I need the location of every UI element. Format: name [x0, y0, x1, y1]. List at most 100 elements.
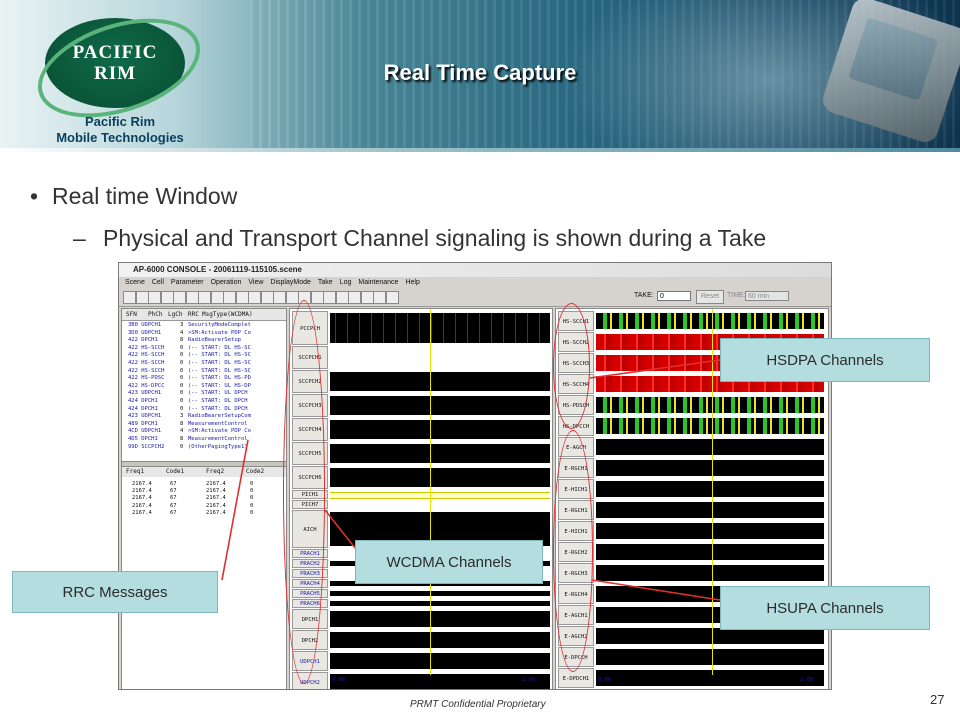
message-column-header[interactable]: RRC	[188, 311, 199, 318]
message-column-header[interactable]: MsgType(WCDMA)	[202, 311, 253, 318]
toolbar-button[interactable]	[248, 291, 261, 304]
toolbar-button[interactable]	[223, 291, 236, 304]
toolbar-button[interactable]	[198, 291, 211, 304]
toolbar-button[interactable]	[335, 291, 349, 304]
axis-start-label: 0.00	[598, 677, 612, 683]
hsupa-channels-callout: HSUPA Channels	[720, 586, 930, 630]
toolbar-button[interactable]	[323, 291, 336, 304]
time-select[interactable]: 60 min	[745, 291, 789, 301]
message-logical-channel: 0	[180, 367, 184, 374]
frequency-column-header: Code1	[166, 468, 185, 475]
message-channel: 4D5 DPCH1	[128, 436, 158, 442]
toolbar-button[interactable]	[148, 291, 161, 304]
frequency-cell: 67	[170, 481, 177, 487]
wcdma-channel-track	[330, 420, 550, 439]
message-channel: 422 HS-SCCH	[128, 344, 165, 351]
menu-item-maintenance[interactable]: Maintenance	[358, 279, 399, 286]
message-logical-channel: 0	[180, 405, 184, 412]
wcdma-channel-track	[330, 313, 550, 343]
wcdma-channel-highlight	[283, 300, 325, 684]
rrc-messages-callout: RRC Messages	[12, 571, 218, 613]
logo-text-line2: RIM	[93, 63, 137, 84]
hs-channel-track	[596, 397, 824, 413]
hs-channel-label[interactable]: E-DPDCH1	[558, 668, 594, 688]
menu-item-parameter[interactable]: Parameter	[170, 279, 204, 286]
toolbar-button[interactable]	[135, 291, 149, 304]
bullet-level2-text: Physical and Transport Channel signaling…	[103, 225, 767, 251]
pane-splitter[interactable]	[122, 461, 286, 467]
toolbar-button[interactable]	[160, 291, 174, 304]
toolbar-button[interactable]	[185, 291, 199, 304]
message-column-header[interactable]: PhCh	[148, 311, 163, 318]
toolbar-button[interactable]	[273, 291, 286, 304]
message-type: MeasurementControl	[188, 420, 248, 427]
message-logical-channel: 0	[180, 390, 184, 397]
toolbar-button[interactable]	[360, 291, 374, 304]
logo-company-name: Pacific Rim	[84, 114, 156, 129]
wcdma-channel-track	[330, 653, 550, 669]
message-logical-channel: 0	[180, 360, 184, 366]
message-column-header[interactable]: SFN	[126, 311, 137, 318]
menu-item-displaymode[interactable]: DisplayMode	[270, 279, 311, 286]
frequency-cell: 2167.4	[132, 481, 152, 487]
logo-company-tagline: Mobile Technologies	[56, 130, 184, 145]
time-cursor[interactable]	[712, 309, 713, 675]
toolbar-button[interactable]	[235, 291, 249, 304]
reset-button[interactable]: Reset	[696, 290, 724, 304]
frequency-cell: 2167.4	[206, 488, 226, 495]
toolbar-button[interactable]	[348, 291, 361, 304]
slide-title: Real Time Capture	[383, 60, 577, 85]
bullet-level2: –Physical and Transport Channel signalin…	[73, 225, 766, 252]
menu-item-take[interactable]: Take	[317, 279, 333, 286]
logo-text-line1: PACIFIC	[72, 42, 158, 63]
toolbar-button[interactable]	[385, 291, 399, 304]
frequency-cell: 2167.4	[206, 509, 226, 516]
toolbar-button[interactable]	[285, 291, 299, 304]
frequency-cell: 2167.4	[206, 481, 226, 487]
toolbar-button[interactable]	[260, 291, 274, 304]
time-cursor[interactable]	[430, 309, 431, 675]
message-column-header[interactable]: LgCh	[168, 311, 183, 318]
toolbar-button[interactable]	[123, 291, 136, 304]
menu-item-help[interactable]: Help	[405, 279, 420, 286]
menu-item-view[interactable]: View	[248, 279, 264, 286]
message-type: >SM:Activate PDP Co	[188, 428, 251, 435]
frequency-cell: 0	[250, 509, 254, 516]
toolbar-button[interactable]	[310, 291, 324, 304]
menu-item-cell[interactable]: Cell	[151, 279, 164, 286]
take-select[interactable]: 0	[657, 291, 691, 301]
menu-item-log[interactable]: Log	[339, 279, 352, 286]
frequency-column-header: Code2	[246, 468, 265, 475]
toolbar-button[interactable]	[173, 291, 186, 304]
menu-item-scene[interactable]: Scene	[125, 279, 145, 286]
wcdma-channels-callout: WCDMA Channels	[355, 540, 543, 584]
frequency-cell: 2167.4	[132, 488, 152, 495]
toolbar-button[interactable]	[373, 291, 386, 304]
menu-item-operation[interactable]: Operation	[210, 279, 242, 286]
message-type: (OtherPagingType1)	[188, 443, 248, 450]
message-channel: 3D0 UDPCH1	[128, 329, 162, 336]
wcdma-channel-track	[330, 591, 550, 596]
message-type: (-- START: UL DPCH	[188, 390, 248, 397]
toolbar-button[interactable]	[210, 291, 224, 304]
